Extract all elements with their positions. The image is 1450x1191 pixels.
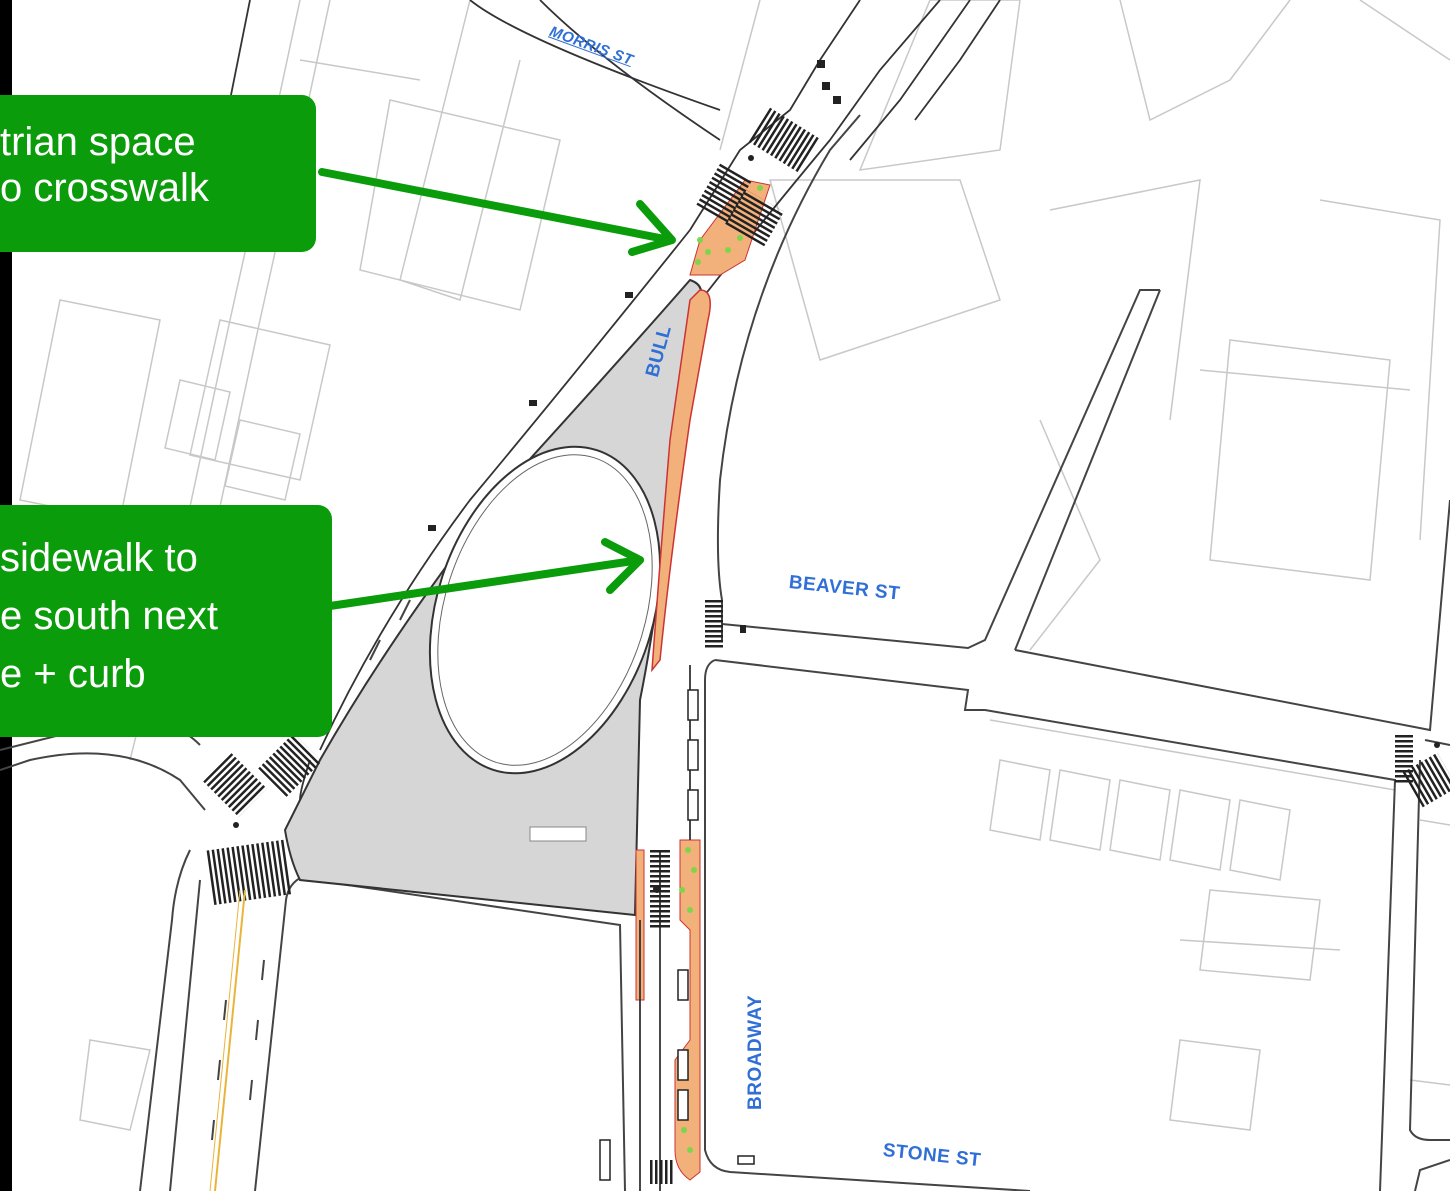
callout-middle-line-3: e + curb bbox=[0, 652, 146, 696]
callout-top-line-1: trian space bbox=[0, 120, 196, 164]
oval-lawn-inner-edge bbox=[437, 454, 653, 766]
building-outlines bbox=[19, 0, 1450, 1131]
sidewalk-extension-west bbox=[651, 289, 711, 673]
crosswalks bbox=[203, 107, 1450, 1184]
vehicle-markers bbox=[599, 689, 755, 1181]
callout-arrows bbox=[318, 168, 676, 610]
left-road-centerline-2 bbox=[209, 889, 241, 1191]
lane-markings bbox=[211, 599, 411, 1141]
green-arrow-middle bbox=[326, 556, 644, 610]
plaza-sign bbox=[529, 826, 587, 842]
street-label-broadway: BROADWAY bbox=[745, 994, 766, 1110]
callout-top: trian space o crosswalk bbox=[0, 95, 316, 252]
left-road-centerline bbox=[214, 889, 246, 1191]
callout-middle-line-1: sidewalk to bbox=[0, 536, 198, 580]
green-arrow-middle-head bbox=[601, 538, 644, 594]
callout-middle: sidewalk to e south next e + curb bbox=[0, 505, 332, 737]
green-arrow-top-head bbox=[628, 200, 676, 256]
pavement-symbols bbox=[233, 60, 1440, 893]
planting-dots bbox=[679, 185, 763, 1153]
oval-lawn bbox=[428, 445, 662, 775]
callout-middle-line-2: e south next bbox=[0, 594, 218, 638]
callout-top-line-2: o crosswalk bbox=[0, 166, 209, 210]
green-arrow-top bbox=[318, 168, 674, 244]
sidewalk-extension-south bbox=[674, 839, 701, 1181]
